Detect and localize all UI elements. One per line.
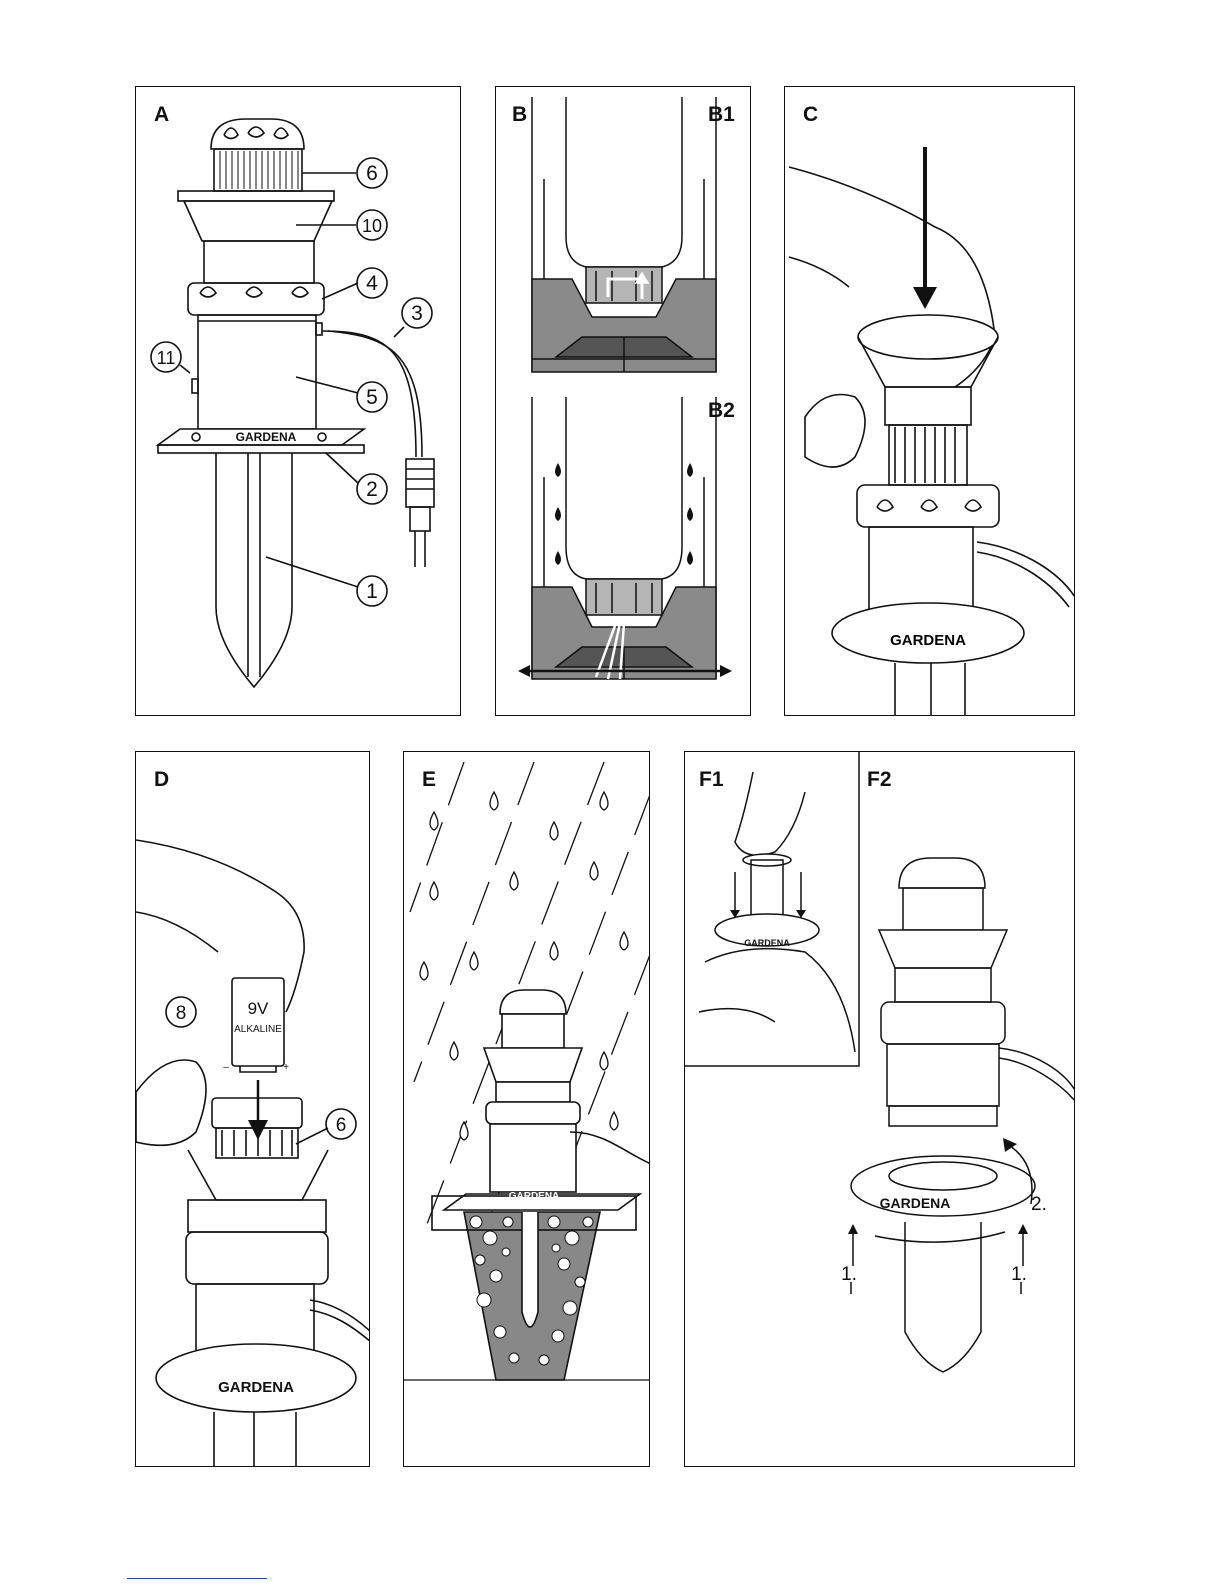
callout-2: 2 xyxy=(366,478,378,501)
spike-removal-illustration: GARDENA GARDENA 1. 1. 2. xyxy=(685,752,1075,1467)
brand-logo-text: GARDENA xyxy=(236,430,297,444)
brand-logo-text-f2: GARDENA xyxy=(880,1195,951,1211)
brand-logo-text: GARDENA xyxy=(218,1379,294,1396)
panel-d: D 8 6 xyxy=(135,751,370,1467)
panel-e: E xyxy=(403,751,650,1467)
battery-voltage-label: 9V xyxy=(248,999,269,1018)
callout-10: 10 xyxy=(362,216,382,236)
battery-type-label: ALKALINE xyxy=(234,1024,282,1035)
callout-6: 6 xyxy=(336,1115,347,1136)
panel-a: A xyxy=(135,86,461,716)
rain-sensor-exploded-diagram: 6 10 4 3 11 5 2 1 GARDENA xyxy=(136,87,461,716)
step-1-label-left: 1. xyxy=(841,1264,857,1285)
step-1-label-right: 1. xyxy=(1011,1264,1027,1285)
callout-3: 3 xyxy=(411,302,423,325)
brand-logo-text-f1: GARDENA xyxy=(744,938,790,948)
panel-c: C GARDENA xyxy=(784,86,1075,716)
sensor-insert-illustration: GARDENA xyxy=(785,87,1075,716)
callout-11: 11 xyxy=(157,348,176,368)
rain-mounted-sensor-illustration: GARDENA xyxy=(404,752,650,1467)
battery-plus-label: + xyxy=(283,1062,289,1073)
step-2-label: 2. xyxy=(1031,1194,1047,1215)
callout-8: 8 xyxy=(176,1003,187,1024)
callout-5: 5 xyxy=(366,386,378,409)
brand-logo-text: GARDENA xyxy=(890,632,966,649)
footer-link-underline xyxy=(127,1578,267,1579)
callout-6: 6 xyxy=(366,162,378,185)
battery-insert-illustration: 8 6 9V ALKALINE – + GARDENA xyxy=(136,752,370,1467)
brand-logo-text: GARDENA xyxy=(509,1191,560,1202)
valve-cross-section-diagram xyxy=(496,87,751,716)
panel-b: B B1 B2 xyxy=(495,86,751,716)
callout-4: 4 xyxy=(366,272,378,295)
panel-f: F1 F2 xyxy=(684,751,1075,1467)
callout-1: 1 xyxy=(366,580,378,603)
battery-minus-label: – xyxy=(223,1062,229,1073)
